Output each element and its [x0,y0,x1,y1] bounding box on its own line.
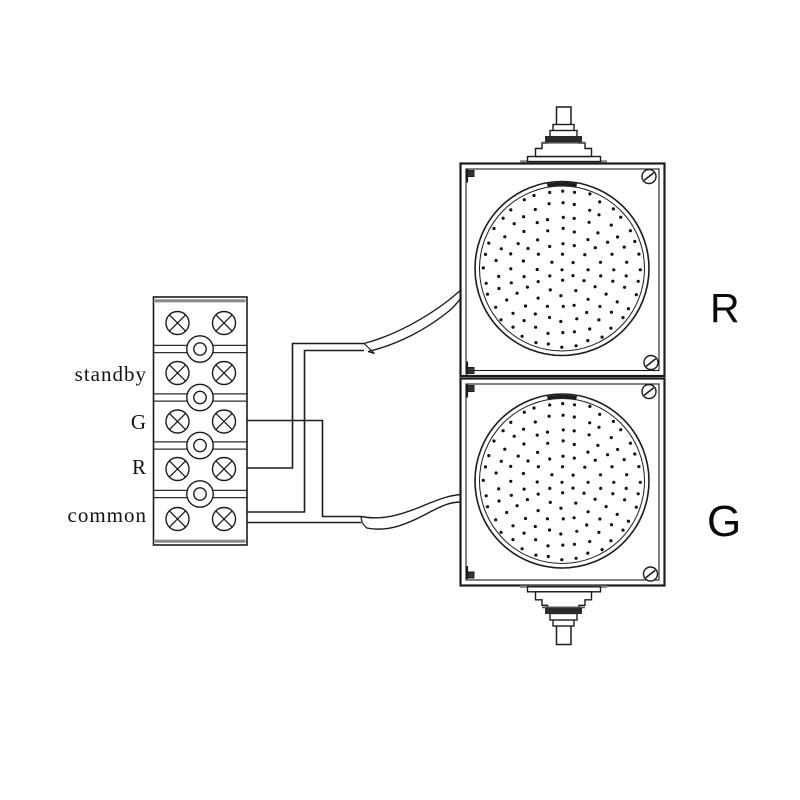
corner-bracket-icon [465,384,475,398]
cable-to-green-lamp [360,493,462,530]
terminal-screw-icon [165,310,190,336]
terminal-block [152,296,248,546]
corner-bracket-icon [465,566,475,579]
wire-common-upper [247,349,364,513]
terminal-screw-icon [165,409,190,434]
terminal-label-red: R [131,455,147,479]
wire-red [247,342,364,469]
terminal-divider [153,480,247,508]
terminal-divider [153,383,247,412]
top-mount [520,106,607,163]
corner-screw-icon [642,566,659,582]
terminal-label-green: G [130,410,147,434]
corner-bracket-icon [465,361,475,375]
terminal-screw-icon [165,506,190,532]
red-lamp-lens [474,180,650,357]
corner-screw-icon [641,168,657,185]
red-lamp-housing [459,162,666,378]
terminal-screw-icon [211,360,237,386]
terminal-screw-icon [165,456,190,482]
corner-bracket-icon [465,169,475,183]
green-lamp-housing [459,377,666,587]
cable-to-red-lamp [363,288,463,355]
terminal-rows [153,310,247,532]
terminal-screw-icon [211,409,237,434]
signal-head [459,106,666,646]
bottom-washer [545,607,582,614]
bottom-bolt [555,624,572,646]
terminal-label-common: common [67,503,147,527]
wires [247,288,463,530]
terminal-screw-icon [211,456,237,482]
terminal-divider [153,335,247,363]
wire-green [247,419,361,518]
lamp-label-red: R [710,285,740,331]
top-bolt [555,106,572,127]
red-lamp-led-dots [481,189,642,349]
top-washer [545,136,582,143]
terminal-divider [153,431,247,460]
lamp-label-green: G [707,497,742,546]
terminal-label-standby: standby [74,362,147,386]
green-lamp-lens [474,393,650,569]
terminal-screw-icon [211,506,237,532]
housing-corner-screws [641,168,659,582]
corner-screw-icon [643,354,659,371]
green-lamp-led-dots [481,402,642,562]
terminal-screw-icon [211,310,237,336]
bottom-mount [520,585,607,646]
corner-screw-icon [641,383,657,400]
terminal-screw-icon [165,360,190,386]
housing-corner-brackets [465,169,475,579]
